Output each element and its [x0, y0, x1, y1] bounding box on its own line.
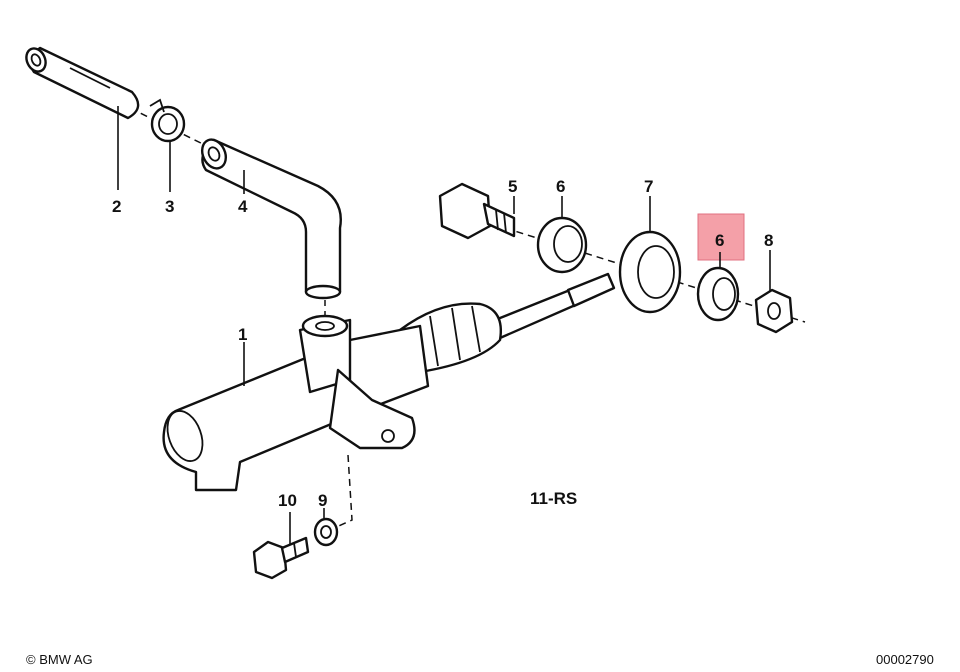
label-part-5[interactable]: 5: [508, 177, 517, 196]
label-part-4[interactable]: 4: [238, 197, 248, 216]
part-3-hose-clamp[interactable]: [149, 98, 186, 143]
leader-lines: [117, 106, 771, 544]
label-part-6-left[interactable]: 6: [556, 177, 565, 196]
copyright-text: © BMW AG: [26, 652, 93, 667]
label-part-2[interactable]: 2: [112, 197, 121, 216]
part-6-bushing-left[interactable]: [536, 216, 588, 274]
part-4-elbow-pipe[interactable]: [198, 136, 342, 300]
image-number: 00002790: [876, 652, 934, 667]
label-part-8[interactable]: 8: [764, 231, 773, 250]
diagram-code: 11-RS: [530, 489, 577, 508]
part-5-bolt[interactable]: [438, 182, 516, 240]
part-2-hose[interactable]: [23, 45, 140, 120]
part-10-bolt[interactable]: [252, 536, 310, 580]
label-part-10[interactable]: 10: [278, 491, 297, 510]
label-part-6-right[interactable]: 6: [715, 231, 724, 250]
part-7-washer[interactable]: [618, 230, 682, 314]
label-part-7[interactable]: 7: [644, 177, 653, 196]
part-labels: 2 3 4 1 5 6 7 6 8 10 9: [112, 177, 773, 510]
part-9-lock-washer[interactable]: [313, 517, 339, 547]
part-1-master-cylinder[interactable]: [161, 272, 616, 492]
label-part-9[interactable]: 9: [318, 491, 327, 510]
label-part-1[interactable]: 1: [238, 325, 247, 344]
part-6-bushing-right[interactable]: [696, 266, 740, 322]
highlight-box: [697, 213, 745, 261]
label-part-3[interactable]: 3: [165, 197, 174, 216]
part-8-nut[interactable]: [754, 288, 794, 334]
